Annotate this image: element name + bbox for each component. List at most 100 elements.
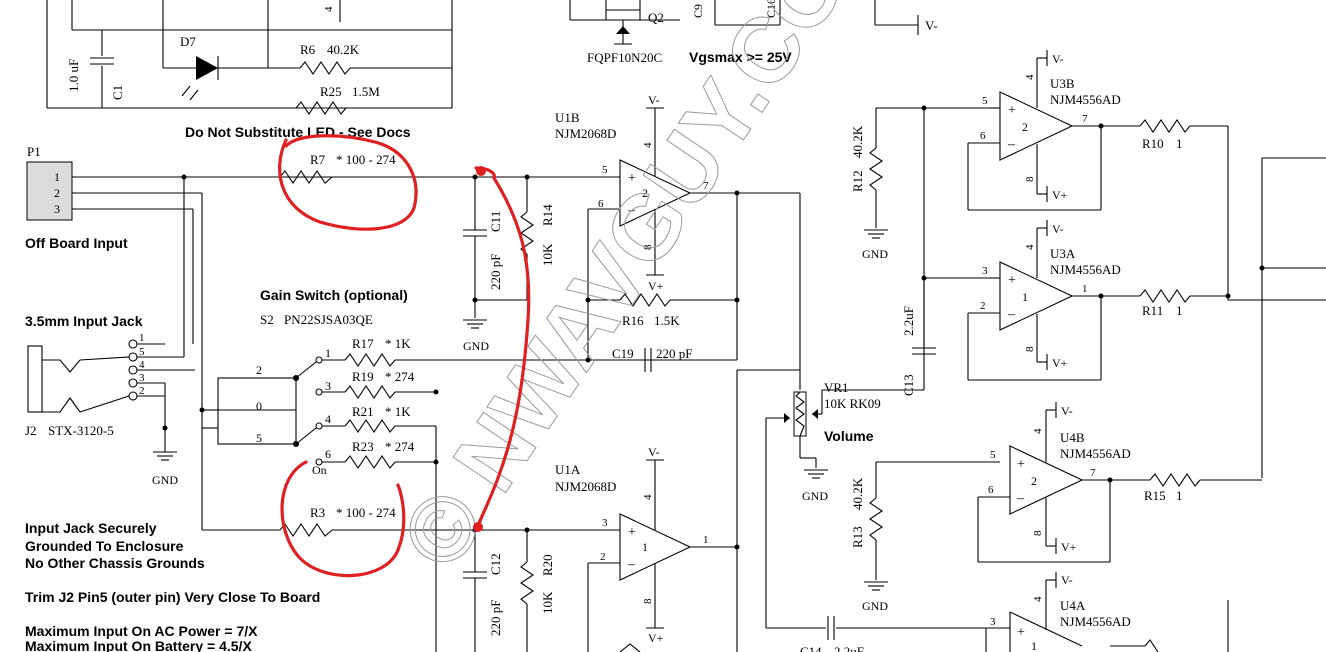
u1b-stage: R7 * 100 - 274 C11 220 pF R14 10K GND + … (279, 93, 801, 390)
j2-gnd: GND (152, 473, 178, 487)
u4b-pin6: 6 (988, 484, 994, 496)
u1b-unit: 2 (642, 186, 648, 200)
input-jack-label: 3.5mm Input Jack (25, 313, 143, 329)
j2-input-jack: 3.5mm Input Jack 1 5 4 3 2 GND J2 STX-31… (25, 174, 205, 530)
j2-label: J2 (25, 423, 37, 438)
r15-value: 1 (1176, 488, 1183, 503)
u1b-pin4: 4 (642, 142, 654, 148)
u1b-pin8: 8 (642, 244, 654, 250)
r7-label: R7 (310, 152, 326, 167)
j2-pin1: 1 (139, 332, 145, 344)
r25-value: 1.5M (352, 84, 380, 99)
u4b-pin8: 8 (1032, 530, 1044, 536)
gain-switch-title: Gain Switch (optional) (260, 287, 408, 303)
u4a-plus: + (1017, 625, 1025, 640)
off-board-input-label: Off Board Input (25, 235, 128, 251)
led-bias-section: 1.0 uF C1 D7 R6 40.2K 4 R25 1.5M Do Not … (46, 0, 453, 140)
r21-value: * 1K (385, 404, 411, 419)
r3-value: * 100 - 274 (336, 505, 396, 520)
r19-value: * 274 (385, 369, 415, 384)
r20-value: 10K (540, 591, 555, 614)
u4a-unit: 1 (1031, 639, 1037, 652)
annotation-link (474, 166, 531, 528)
u3b-part: NJM4556AD (1050, 92, 1121, 107)
r19-label: R19 (352, 369, 374, 384)
u1b-part: NJM2068D (555, 126, 616, 141)
q2-part: FQPF10N20C (587, 50, 662, 65)
r23-value: * 274 (385, 439, 415, 454)
u3a-vminus: V- (1052, 222, 1064, 236)
u3b-pin5: 5 (982, 95, 988, 107)
u1a-pin8: 8 (642, 598, 654, 604)
sw-pin1: 1 (325, 346, 331, 360)
u1b-gnd: GND (463, 339, 489, 353)
u1a-pin2: 2 (600, 551, 606, 563)
output-buffers: GND R12 40.2K 2.2uF C13 + – 2 5 6 7 4 8 … (766, 50, 1326, 652)
r6-value: 40.2K (327, 42, 360, 57)
u3a-part: NJM4556AD (1050, 262, 1121, 277)
r12-value: 40.2K (850, 125, 865, 158)
u3b-vplus: V+ (1052, 188, 1068, 202)
gain-switch-s2: Gain Switch (optional) S2 PN22SJSA03QE 2… (202, 287, 737, 652)
sw-pin0: 0 (256, 399, 262, 413)
r11-value: 1 (1176, 303, 1183, 318)
r3-label: R3 (310, 505, 325, 520)
red-annotations (278, 134, 531, 578)
u1b-vplus: V+ (648, 279, 664, 293)
u4a-vminus: V- (1061, 573, 1073, 587)
u1a-unit: 1 (642, 540, 648, 554)
r6-label: R6 (300, 42, 316, 57)
c12-label: C12 (488, 553, 503, 575)
u3b-vminus: V- (1052, 52, 1064, 66)
q2-section: Q2 FQPF10N20C Vgsmax >= 25V C9 C10 V- (569, 0, 938, 65)
r21-label: R21 (352, 404, 374, 419)
r11-label: R11 (1142, 303, 1163, 318)
c11-value: 220 pF (488, 254, 503, 290)
led-note: Do Not Substitute LED - See Docs (185, 124, 411, 140)
sw-pin6: 6 (325, 447, 331, 461)
u4b-label: U4B (1060, 430, 1085, 445)
u1a-stage: R3 * 100 - 274 C12 220 pF R20 10K + – 1 … (202, 445, 740, 652)
u3a-pin2: 2 (980, 300, 986, 312)
annotation-circle-r7 (278, 134, 418, 231)
annotation-dot-bottom (473, 522, 483, 532)
r13-gnd: GND (862, 599, 888, 613)
c12-value: 220 pF (488, 600, 503, 636)
r14-value: 10K (540, 243, 555, 266)
u1a-plus: + (628, 525, 636, 540)
max-ac-note: Maximum Input On AC Power = 7/X (25, 623, 258, 639)
c10-label: C10 (764, 0, 778, 18)
c13-value: 2.2uF (901, 306, 916, 336)
vr1-gnd: GND (802, 489, 828, 503)
s2-label: S2 (260, 312, 274, 327)
r23-label: R23 (352, 439, 374, 454)
u1a-label: U1A (555, 462, 581, 477)
u4a-pin3: 3 (990, 616, 996, 628)
u4b-pin4: 4 (1032, 428, 1044, 434)
r13-label: R13 (850, 526, 865, 548)
vgsmax-note: Vgsmax >= 25V (689, 49, 792, 65)
u4b-pin5: 5 (990, 449, 996, 461)
c1-value: 1.0 uF (66, 59, 81, 92)
u3b-minus: – (1007, 137, 1016, 152)
vr1-label: VR1 (824, 380, 849, 395)
sw-pin2: 2 (256, 363, 262, 377)
vr1-value: 10K RK09 (824, 396, 881, 411)
sw-on-label: On (312, 463, 327, 477)
u1b-pin6: 6 (598, 198, 604, 210)
u1a-vminus: V- (648, 445, 660, 459)
u1a-pin1: 1 (703, 534, 709, 546)
u3a-pin8: 8 (1024, 346, 1036, 352)
u3b-pin6: 6 (980, 130, 986, 142)
j2-pin5: 5 (139, 346, 145, 358)
u3a-pin1: 1 (1082, 283, 1088, 295)
c1-label: C1 (110, 85, 125, 100)
u4b-unit: 2 (1031, 474, 1037, 488)
u3b-pin7: 7 (1082, 113, 1088, 125)
jack-note-line2: Grounded To Enclosure (25, 538, 184, 554)
p1-pin2: 2 (54, 186, 60, 200)
trim-note: Trim J2 Pin5 (outer pin) Very Close To B… (25, 589, 320, 605)
r7-value: * 100 - 274 (336, 152, 396, 167)
u4a-label: U4A (1060, 598, 1086, 613)
u1a-pin4: 4 (642, 494, 654, 500)
